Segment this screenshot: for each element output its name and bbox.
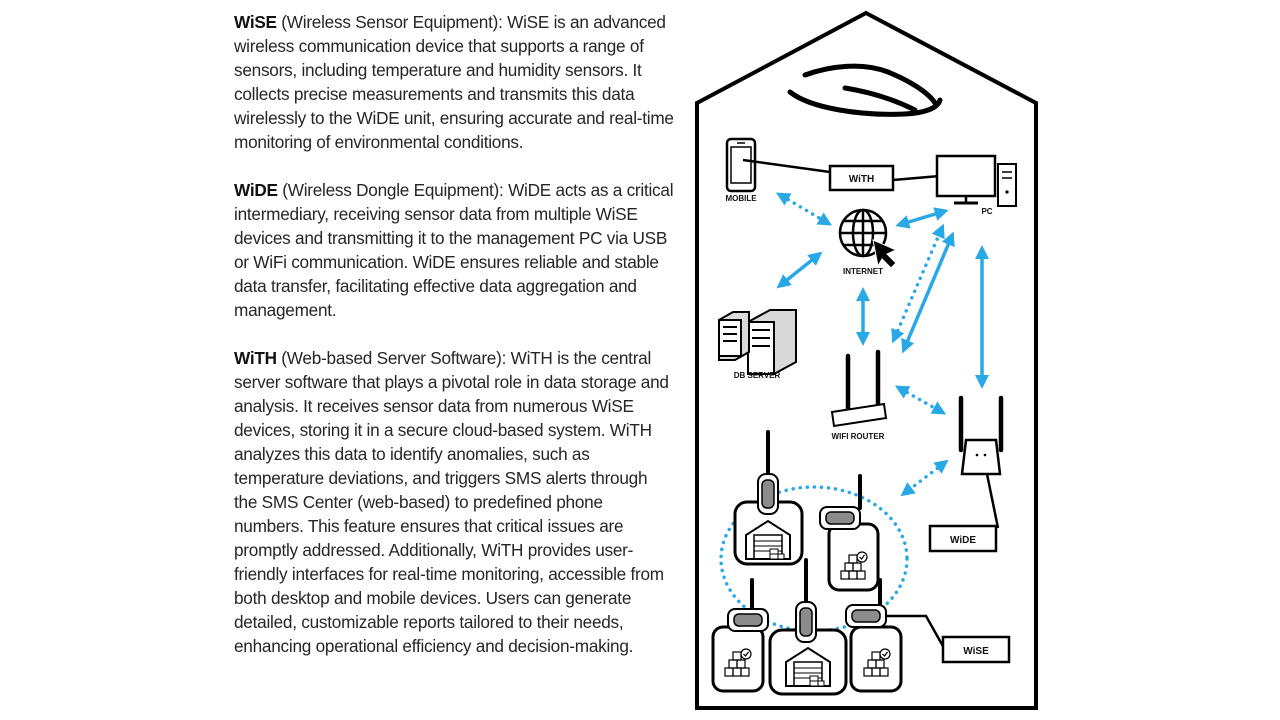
arrow-internet-pc [895, 207, 949, 229]
arrow-router-pc-dotted [891, 223, 945, 344]
db-server-icon [718, 309, 797, 375]
wifi-router-icon [830, 349, 888, 428]
sensor-icon [794, 558, 818, 644]
arrow-internet-db [776, 251, 823, 289]
sensor-icon [727, 608, 769, 632]
with-box [828, 164, 895, 192]
internet-label: INTERNET [843, 267, 883, 276]
wise-term: WiSE [234, 12, 277, 32]
handshake-icon [787, 63, 943, 117]
globe-icon [838, 208, 888, 258]
sensor-node-1 [733, 430, 804, 566]
sensor-node-4 [768, 558, 848, 696]
wise-box-label: WiSE [963, 646, 989, 657]
db-server-label: DB SERVER [734, 371, 781, 380]
sensor-icon [756, 430, 780, 516]
house-outline [695, 10, 1038, 710]
wide-dongle-icon [958, 395, 1004, 529]
wise-paragraph: WiSE (Wireless Sensor Equipment): WiSE i… [234, 10, 674, 154]
wifi-router-label: WIFI ROUTER [832, 432, 885, 441]
sensor-node-2 [819, 474, 880, 592]
arrow-wide-sensors [900, 459, 949, 497]
mobile-label: MOBILE [725, 194, 757, 203]
wide-term: WiDE [234, 180, 278, 200]
sensor-icon [819, 506, 861, 530]
connection-arrows [775, 192, 989, 497]
mobile-phone-icon [725, 137, 757, 193]
arrow-router-pc [901, 231, 955, 354]
wide-box-label: WiDE [950, 535, 976, 546]
sensor-icon [845, 604, 887, 628]
with-paragraph: WiTH (Web-based Server Software): WiTH i… [234, 346, 674, 658]
wise-box [941, 635, 1011, 664]
arrow-mobile-internet [775, 192, 833, 226]
wide-description: (Wireless Dongle Equipment): WiDE acts a… [234, 180, 674, 320]
pc-label: PC [981, 207, 992, 216]
sensor-node-3 [711, 578, 769, 693]
sensor-network [711, 430, 909, 696]
description-column: WiSE (Wireless Sensor Equipment): WiSE i… [234, 10, 674, 682]
wise-connector [886, 614, 946, 649]
wide-paragraph: WiDE (Wireless Dongle Equipment): WiDE a… [234, 178, 674, 322]
sensor-node-5 [845, 578, 903, 693]
arrow-router-wide [894, 385, 947, 415]
with-box-label: WiTH [849, 174, 874, 185]
pc-monitor-icon [935, 154, 1017, 207]
with-description: (Web-based Server Software): WiTH is the… [234, 348, 669, 656]
with-term: WiTH [234, 348, 277, 368]
wide-box [928, 524, 998, 553]
wise-description: (Wireless Sensor Equipment): WiSE is an … [234, 12, 674, 152]
